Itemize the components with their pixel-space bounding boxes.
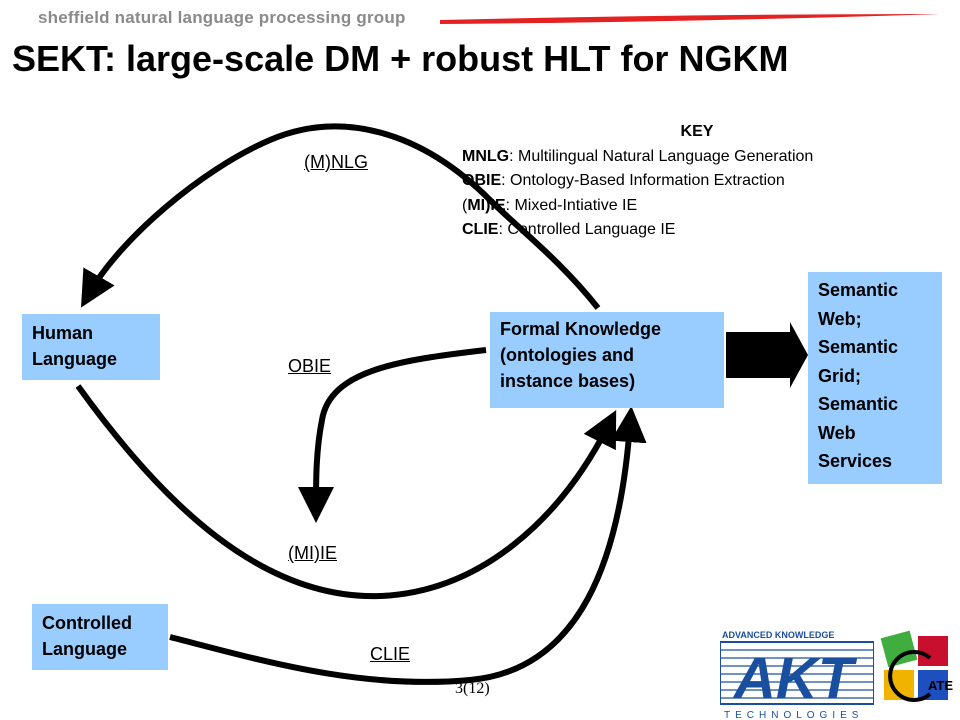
label-miie: (MI)IE <box>288 543 337 563</box>
gate-logo: ATE <box>880 630 953 702</box>
key-title: KEY <box>680 123 714 140</box>
page-number: 3(12) <box>455 680 490 697</box>
header-accent-line <box>440 14 940 24</box>
header-group-name: sheffield natural language processing gr… <box>38 8 406 27</box>
svg-text:TECHNOLOGIES: TECHNOLOGIES <box>724 710 863 720</box>
label-obie: OBIE <box>288 356 332 376</box>
box-formal-knowledge: Formal Knowledge (ontologies and instanc… <box>490 312 724 408</box>
box-controlled-language: Controlled Language <box>32 604 168 670</box>
akt-logo: ADVANCED KNOWLEDGE AKT TECHNOLOGIES <box>720 630 874 720</box>
svg-text:ADVANCED KNOWLEDGE: ADVANCED KNOWLEDGE <box>722 630 834 640</box>
box-human-language: Human Language <box>22 314 160 380</box>
key-entry-mnlg: MNLG: Multilingual Natural Language Gene… <box>462 147 814 165</box>
key-legend: KEY MNLG: Multilingual Natural Language … <box>462 120 932 243</box>
arrow-obie <box>298 347 487 523</box>
label-clie: CLIE <box>370 644 411 664</box>
page-title: SEKT: large-scale DM + robust HLT for NG… <box>12 38 789 79</box>
key-entry-miie: (MI)IE: Mixed-Intiative IE <box>462 196 638 214</box>
arrow-mnlg <box>80 123 601 310</box>
key-entry-obie: OBIE: Ontology-Based Information Extract… <box>462 172 785 189</box>
svg-text:ATE: ATE <box>928 678 953 693</box>
arrow-to-semantic-web <box>726 322 808 388</box>
label-mnlg: (M)NLG <box>304 152 368 172</box>
key-entry-clie: CLIE: Controlled Language IE <box>462 221 676 238</box>
arrow-clie <box>169 406 647 685</box>
arrow-miie <box>75 384 617 600</box>
box-semantic-web: Semantic Web; Semantic Grid; Semantic We… <box>808 272 942 484</box>
svg-text:AKT: AKT <box>732 646 858 711</box>
